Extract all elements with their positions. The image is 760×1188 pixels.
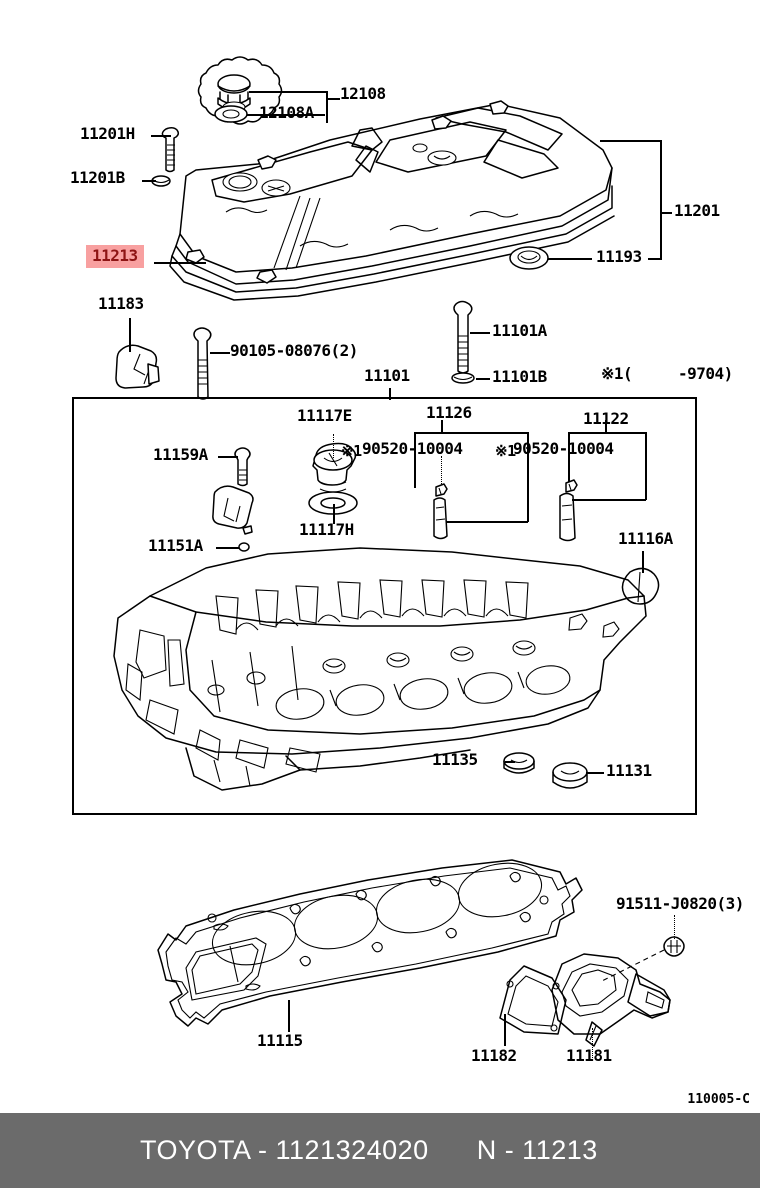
leader-11117e: [333, 434, 334, 458]
leader-11135: [505, 761, 515, 763]
spark-plug-tube-seal-art: [509, 246, 549, 270]
leader-11193-right: [648, 258, 661, 260]
callout-11135[interactable]: 11135: [432, 750, 478, 769]
leader-90105: [210, 352, 230, 354]
leader-12108-out: [326, 98, 340, 100]
callout-11101b[interactable]: 11101B: [492, 367, 547, 386]
callout-12108[interactable]: 12108: [340, 84, 386, 103]
mark-90520-a: ※1: [341, 442, 362, 460]
leader-11126-top: [414, 432, 528, 434]
leader-11122-top: [568, 432, 646, 434]
water-outlet-housing-art: [551, 936, 685, 1047]
leader-11182: [504, 1014, 506, 1046]
straight-pin-b-art: [559, 479, 578, 542]
straight-pin-assembly-art: [433, 483, 448, 540]
callout-11101a[interactable]: 11101A: [492, 321, 547, 340]
cylinder-head-gasket-art: [157, 859, 583, 1027]
callout-11201b[interactable]: 11201B: [70, 168, 125, 187]
cylinder-head-bolt-art: [451, 300, 475, 384]
callout-90520-b[interactable]: 90520-10004: [513, 439, 614, 458]
callout-90520-a[interactable]: 90520-10004: [362, 439, 463, 458]
leader-11122-v: [605, 420, 607, 432]
cylinder-head-art: [113, 547, 647, 791]
leader-11116a: [642, 551, 644, 573]
leader-11117h: [333, 504, 335, 524]
cylinder-head-plug-small-art: [503, 752, 535, 774]
footer-ref: N - 11213: [476, 1135, 598, 1165]
callout-11117h[interactable]: 11117H: [299, 520, 354, 539]
water-outlet-gasket-art: [499, 965, 567, 1035]
leader-11183: [129, 318, 131, 352]
oil-plug-art: [312, 442, 357, 493]
leader-11201h: [151, 135, 171, 137]
callout-11213[interactable]: 11213: [86, 245, 144, 268]
callout-11101[interactable]: 11101: [364, 366, 410, 385]
callout-11115[interactable]: 11115: [257, 1031, 303, 1050]
leader-11101a: [470, 332, 490, 334]
callout-11116a[interactable]: 11116A: [618, 529, 673, 548]
leader-11101b: [476, 378, 490, 380]
callout-12108a[interactable]: 12108A: [259, 103, 314, 122]
head-side-plug-art: [621, 567, 660, 605]
oil-plug-gasket-art: [308, 491, 358, 515]
callout-11117e[interactable]: 11117E: [297, 406, 352, 425]
footer-brand-part: TOYOTA - 1121324020: [140, 1135, 429, 1165]
leader-11201b: [142, 180, 156, 182]
callout-11201[interactable]: 11201: [674, 201, 720, 220]
callout-91511[interactable]: 91511-J0820(3): [616, 894, 744, 913]
leader-91511: [674, 915, 675, 939]
leader-11126-v: [441, 420, 443, 432]
leader-11115: [288, 1000, 290, 1032]
leader-11181: [592, 1028, 593, 1058]
leader-11201-top: [600, 140, 661, 142]
leader-11131: [586, 772, 604, 774]
leader-11122-right: [645, 432, 647, 500]
water-outlet-bolt-art: [663, 936, 685, 957]
callout-11131[interactable]: 11131: [606, 761, 652, 780]
callout-11159a[interactable]: 11159A: [153, 445, 208, 464]
head-plug-small-art: [212, 485, 254, 552]
leader-11213: [154, 262, 206, 264]
leader-11151a: [216, 547, 239, 549]
callout-11151a[interactable]: 11151A: [148, 536, 203, 555]
callout-11183[interactable]: 11183: [98, 294, 144, 313]
leader-11201-out: [660, 212, 672, 214]
callout-11201h[interactable]: 11201H: [80, 124, 135, 143]
callout-11122[interactable]: 11122: [583, 409, 629, 428]
leader-12108a: [247, 114, 325, 116]
note-date-range: -9704): [678, 364, 733, 383]
callout-11181[interactable]: 11181: [566, 1046, 612, 1065]
engine-hanger-art: [115, 344, 160, 389]
leader-90520a-drop: [441, 456, 442, 484]
diagram-id: 110005-C: [687, 1092, 750, 1107]
leader-11126-left: [414, 432, 416, 488]
callout-90105[interactable]: 90105-08076(2): [230, 341, 358, 360]
leader-11193: [548, 258, 592, 260]
note-mark: ※1(: [601, 364, 633, 383]
cylinder-head-cover-art: [169, 100, 615, 301]
mark-90520-b: ※1: [495, 442, 516, 460]
oil-filler-cap-gasket-art: [214, 105, 248, 123]
leader-11201-bracket: [660, 140, 662, 260]
leader-12108-bracket-v: [326, 91, 328, 123]
callout-11126[interactable]: 11126: [426, 403, 472, 422]
footer-bar: TOYOTA - 1121324020 N - 11213: [0, 1113, 760, 1188]
cylinder-head-assembly-box: [72, 397, 697, 815]
leader-11122-left: [568, 432, 570, 482]
leader-11126-bot: [446, 521, 528, 523]
leader-11122-bot: [572, 499, 646, 501]
callout-11182[interactable]: 11182: [471, 1046, 517, 1065]
leader-11159a: [218, 456, 238, 458]
leader-11101: [389, 388, 391, 400]
leader-11126-right: [527, 432, 529, 522]
hanger-bolt-art: [193, 327, 212, 400]
leader-12108-top: [249, 91, 327, 93]
callout-11193[interactable]: 11193: [596, 247, 642, 266]
